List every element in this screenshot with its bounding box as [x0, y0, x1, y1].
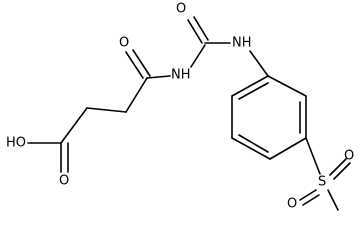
urea-carbonyl-oxygen-label: O — [176, 2, 186, 17]
bond-urea-carbonyl-1 — [187, 19, 203, 44]
amide-group — [125, 49, 171, 79]
bond-c1-c2 — [60, 107, 88, 144]
sulfonyl-oxygen-left-label: O — [287, 197, 297, 212]
carboxylic-acid-group — [27, 142, 69, 173]
ring-bond-4 — [231, 137, 271, 160]
bond-ring-sulfur — [305, 137, 321, 175]
bond-amide-carbonyl-2 — [132, 49, 151, 77]
alkyl-chain — [60, 77, 148, 144]
methylsulfonyl-group — [299, 137, 351, 211]
ring-bond-6 — [231, 75, 269, 97]
bond-amide-carbonyl-1 — [125, 51, 144, 79]
ring-inner-bond-c — [238, 82, 269, 100]
acid-carbonyl-oxygen-label: O — [59, 174, 69, 189]
imide-nitrogen-label: NH — [171, 68, 191, 83]
bond-c4-imide-n — [146, 75, 171, 79]
ring-bond-3 — [269, 137, 307, 160]
bond-s-o-left-2 — [302, 194, 320, 206]
bond-imide-n-urea-c — [190, 44, 206, 68]
bond-s-o-top-1 — [329, 158, 347, 176]
ring-inner-bond-b — [238, 134, 269, 153]
bond-c3-c4 — [125, 77, 148, 113]
urea-group — [187, 16, 269, 77]
sulfonyl-oxygen-top-label: O — [344, 149, 354, 164]
atom-labels: HO O O NH O NH S O O — [6, 2, 354, 212]
amide-carbonyl-oxygen-label: O — [119, 36, 129, 51]
ring-bond-1 — [267, 75, 307, 97]
chemical-structure: HO O O NH O NH S O O — [6, 2, 354, 212]
bond-c2-c3 — [86, 107, 127, 113]
aniline-nitrogen-label: NH — [232, 36, 252, 51]
bond-s-o-left-1 — [299, 189, 317, 201]
acid-hydroxyl-label: HO — [6, 136, 26, 151]
benzene-ring — [231, 75, 307, 160]
bond-aniline-n-ring — [249, 50, 269, 77]
bond-sulfur-methyl — [327, 189, 339, 211]
bond-urea-carbonyl-2 — [193, 16, 209, 41]
sulfur-label: S — [318, 175, 326, 190]
bond-s-o-top-2 — [333, 162, 351, 180]
